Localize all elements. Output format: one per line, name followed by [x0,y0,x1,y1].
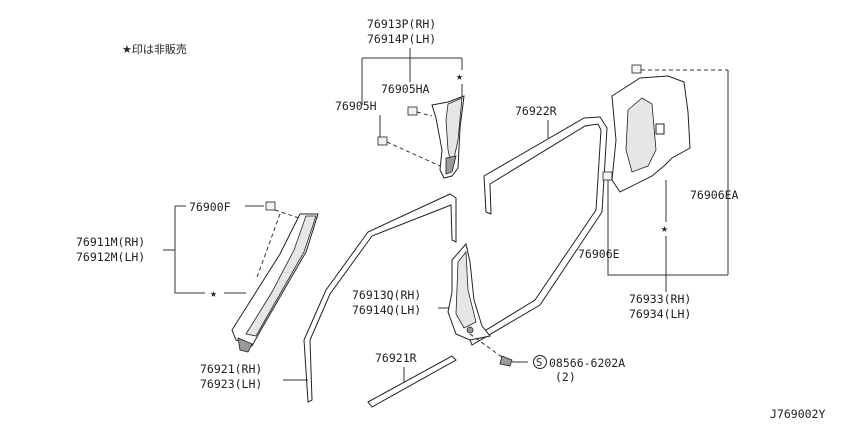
label-76905HA: 76905HA [381,82,430,96]
weatherstrip-rear-door [469,116,608,346]
sill-strip [367,355,457,408]
screw-symbol-circle [533,355,547,369]
leader [607,180,728,276]
label-76912M: 76912M(LH) [76,250,145,264]
star-mark-right: ★ [661,221,668,235]
diagram-code: J769002Y [770,407,825,421]
label-76913P: 76913P(RH) [367,17,436,31]
clip-icon [631,64,642,74]
label-76914P: 76914P(LH) [367,32,436,46]
weatherstrip-front-door [303,193,457,403]
clip-icon [602,171,613,181]
label-76933: 76933(RH) [629,292,691,306]
label-76914Q: 76914Q(LH) [352,303,421,317]
label-76922R: 76922R [515,104,557,118]
clip-icon [265,201,276,211]
screw-hole [466,326,474,334]
label-76923: 76923(LH) [200,377,262,391]
a-pillar-garnish-shade [245,215,317,337]
label-76905H: 76905H [335,99,377,113]
a-pillar-garnish-end [237,337,253,353]
clip-icon [377,136,388,146]
star-mark: ★ [456,69,463,83]
label-76921: 76921(RH) [200,362,262,376]
dashed-leader [416,111,433,117]
screw-icon [499,355,513,367]
label-76911M: 76911M(RH) [76,235,145,249]
dashed-leader [386,141,441,167]
non-sale-note: ★印は非販売 [122,43,187,56]
star-mark-left: ★ [210,286,217,300]
screw-symbol: S [536,357,542,369]
label-76934: 76934(LH) [629,307,691,321]
dashed-leader [255,213,281,281]
label-76906E: 76906E [578,247,620,261]
label-76906EA: 76906EA [690,188,739,202]
leader [174,206,205,294]
label-76913Q: 76913Q(RH) [352,288,421,302]
label-screw-qty: (2) [555,370,576,384]
label-76900F: 76900F [189,200,231,214]
rear-side-trim-hole [655,123,665,135]
dashed-leader [469,333,507,361]
label-screw-part: 08566-6202A [549,356,625,370]
dashed-leader [274,209,306,221]
label-76921R: 76921R [375,351,417,365]
rear-side-trim-recess [625,97,657,173]
clip-icon [407,106,418,116]
pillar-garnish-upper-base [445,155,457,175]
pillar-garnish-lower-shade [455,250,477,329]
